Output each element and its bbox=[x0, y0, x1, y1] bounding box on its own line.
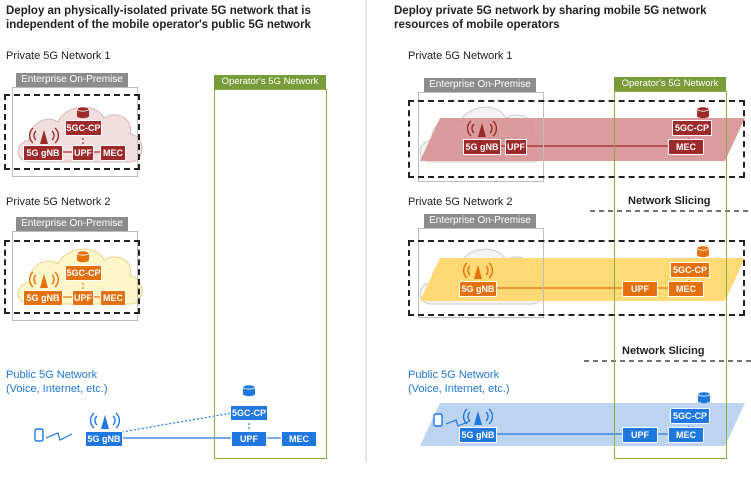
antenna-icon bbox=[462, 262, 494, 279]
left-net1-cp: 5GC-CP bbox=[65, 120, 102, 136]
left-public-upf: UPF bbox=[231, 431, 267, 447]
left-net1-gnb: 5G gNB bbox=[23, 145, 63, 161]
network-slicing-label-1: Network Slicing bbox=[628, 195, 711, 207]
left-net2-mec: MEC bbox=[100, 290, 126, 306]
right-operator-area bbox=[614, 91, 727, 459]
right-enterprise-area-2 bbox=[418, 228, 544, 318]
antenna-icon bbox=[89, 412, 121, 429]
right-net1-upf: UPF bbox=[505, 139, 527, 155]
left-net2-cp: 5GC-CP bbox=[65, 265, 102, 281]
left-net2-gnb: 5G gNB bbox=[23, 290, 63, 306]
left-title-line2: independent of the mobile operator's pub… bbox=[6, 19, 311, 31]
left-enterprise-tab-2: Enterprise On-Premise bbox=[16, 217, 128, 231]
right-title-line2: resources of mobile operators bbox=[394, 19, 560, 31]
right-net1-mec: MEC bbox=[668, 139, 704, 155]
right-net1-cp: 5GC-CP bbox=[672, 120, 712, 136]
left-enterprise-tab-1: Enterprise On-Premise bbox=[16, 73, 128, 87]
left-enterprise-area-1 bbox=[12, 87, 138, 177]
left-isolation-boundary-1 bbox=[4, 94, 140, 170]
right-isolation-boundary-1 bbox=[408, 100, 745, 178]
antenna-icon bbox=[466, 120, 498, 137]
left-public-label: Public 5G Network (Voice, Internet, etc.… bbox=[6, 368, 108, 396]
right-net2-gnb: 5G gNB bbox=[459, 281, 497, 297]
left-net2-label: Private 5G Network 2 bbox=[6, 196, 111, 208]
right-net2-label: Private 5G Network 2 bbox=[408, 196, 513, 208]
radio-link-right bbox=[445, 419, 471, 427]
right-isolation-boundary-2 bbox=[408, 240, 745, 316]
right-title-line1: Deploy private 5G network by sharing mob… bbox=[394, 5, 707, 17]
link-lp-gnb-cp bbox=[121, 412, 233, 433]
right-public-upf: UPF bbox=[622, 427, 658, 443]
right-net2-upf: UPF bbox=[622, 281, 658, 297]
right-enterprise-area-1 bbox=[418, 92, 544, 182]
left-panel-title: Deploy an physically-isolated private 5G… bbox=[6, 4, 311, 32]
left-net1-mec: MEC bbox=[100, 145, 126, 161]
slice-network1 bbox=[420, 118, 745, 161]
right-public-mec: MEC bbox=[668, 427, 704, 443]
antenna-icon bbox=[28, 271, 60, 288]
left-enterprise-area-2 bbox=[12, 231, 138, 321]
right-net2-cp: 5GC-CP bbox=[670, 262, 710, 278]
left-isolation-boundary-2 bbox=[4, 240, 140, 314]
left-public-line2: (Voice, Internet, etc.) bbox=[6, 383, 108, 395]
right-public-cp: 5GC-CP bbox=[670, 408, 710, 424]
phone-icon bbox=[34, 428, 44, 442]
network-slicing-label-2: Network Slicing bbox=[622, 345, 705, 357]
right-enterprise-tab-1: Enterprise On-Premise bbox=[424, 78, 536, 92]
right-public-label: Public 5G Network (Voice, Internet, etc.… bbox=[408, 368, 510, 396]
left-operator-area bbox=[214, 89, 327, 459]
antenna-icon bbox=[28, 127, 60, 144]
left-title-line1: Deploy an physically-isolated private 5G… bbox=[6, 5, 311, 17]
slice-public bbox=[420, 403, 745, 446]
right-public-line2: (Voice, Internet, etc.) bbox=[408, 383, 510, 395]
left-net2-upf: UPF bbox=[72, 290, 94, 306]
left-public-mec: MEC bbox=[281, 431, 317, 447]
left-public-gnb: 5G gNB bbox=[85, 431, 123, 447]
right-net1-gnb: 5G gNB bbox=[463, 139, 501, 155]
right-net2-mec: MEC bbox=[668, 281, 704, 297]
antenna-icon bbox=[462, 408, 494, 425]
left-net1-label: Private 5G Network 1 bbox=[6, 50, 111, 62]
left-public-line1: Public 5G Network bbox=[6, 369, 98, 381]
right-public-gnb: 5G gNB bbox=[459, 427, 497, 443]
left-public-cp: 5GC-CP bbox=[230, 405, 268, 421]
right-enterprise-tab-2: Enterprise On-Premise bbox=[424, 214, 536, 228]
right-public-line1: Public 5G Network bbox=[408, 369, 500, 381]
right-operator-tab: Operator's 5G Network bbox=[614, 77, 726, 91]
right-panel-title: Deploy private 5G network by sharing mob… bbox=[394, 4, 707, 32]
phone-icon bbox=[433, 413, 443, 427]
left-net1-upf: UPF bbox=[72, 145, 94, 161]
radio-link-left bbox=[45, 432, 73, 441]
left-operator-tab: Operator's 5G Network bbox=[214, 75, 326, 89]
right-net1-label: Private 5G Network 1 bbox=[408, 50, 513, 62]
slice-network2 bbox=[420, 258, 745, 301]
